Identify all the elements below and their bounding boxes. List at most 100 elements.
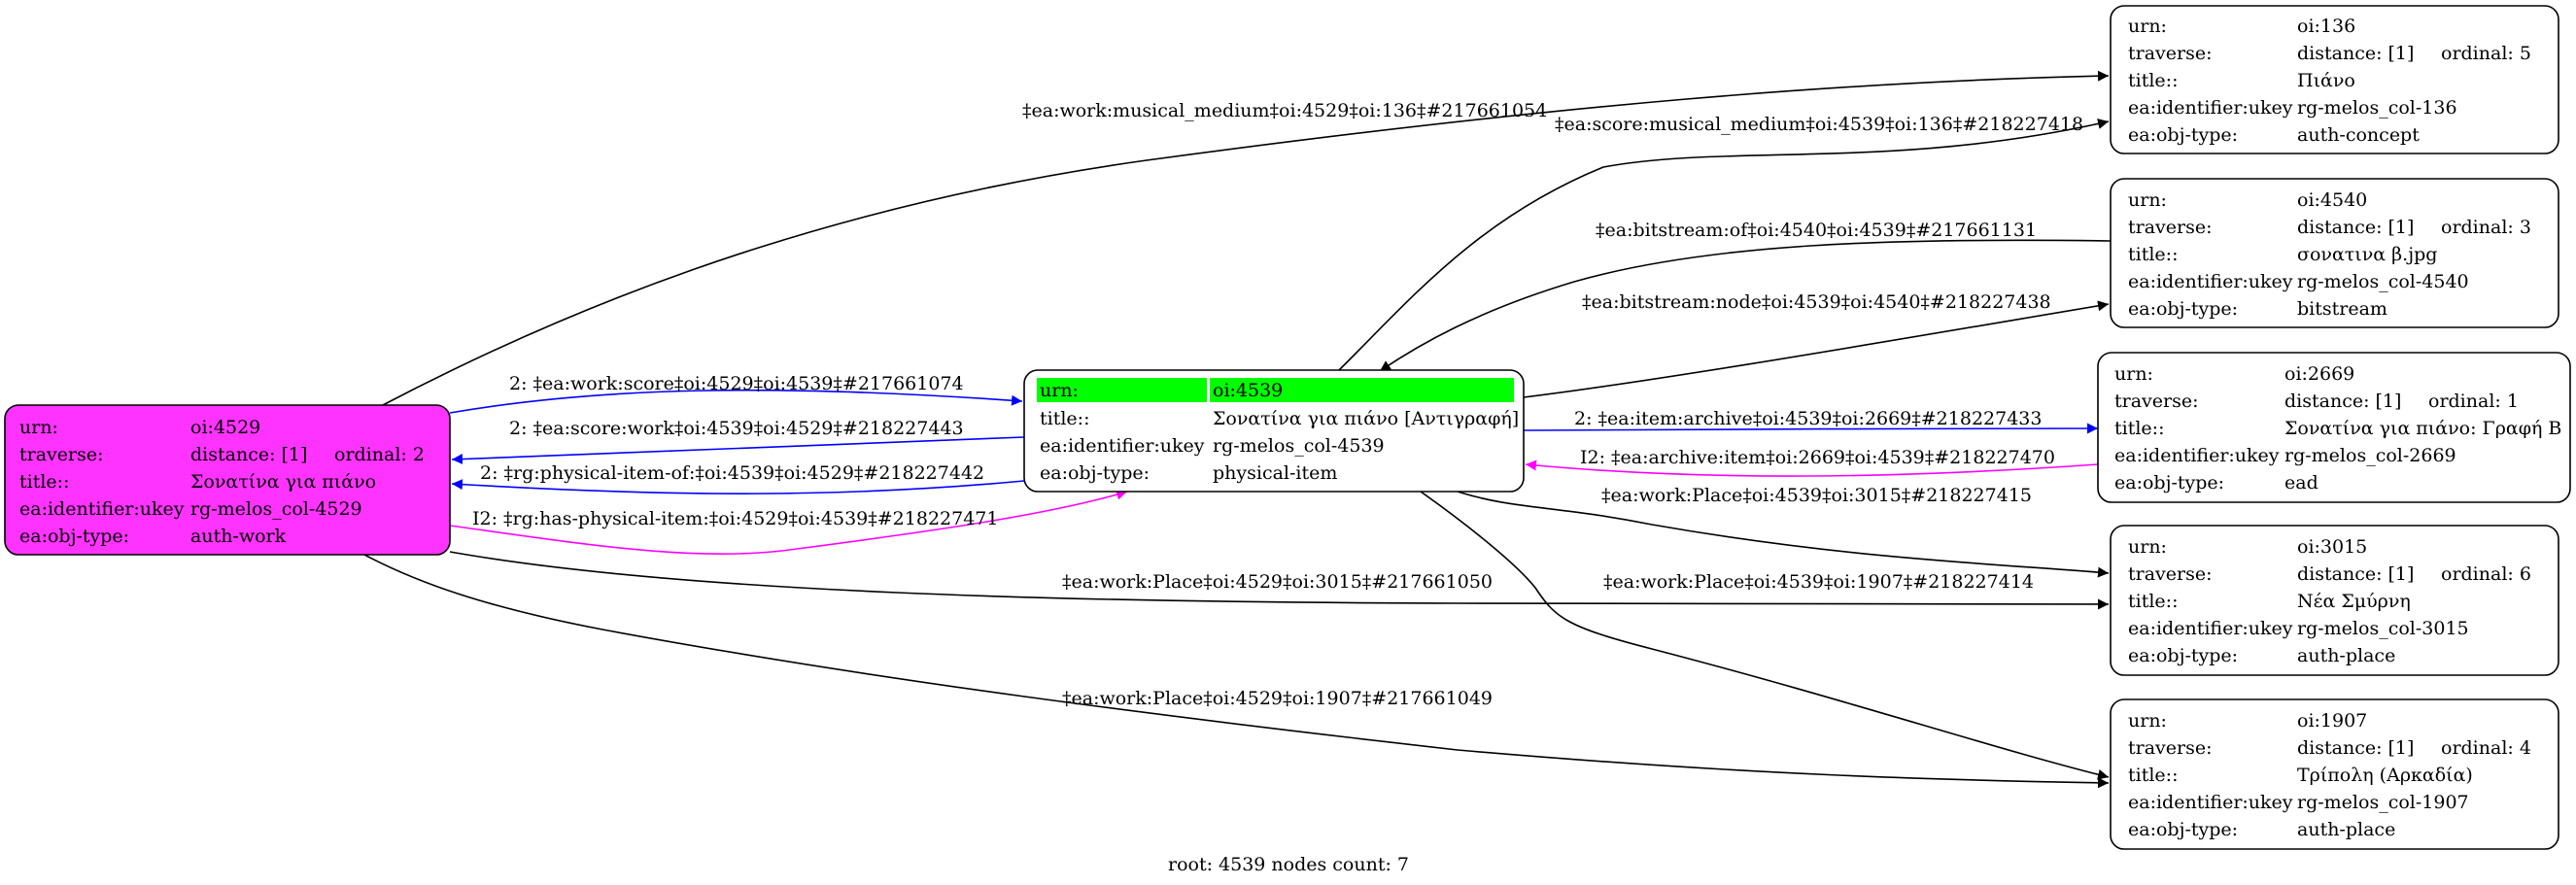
node-key: ea:obj-type: bbox=[2128, 645, 2238, 666]
node-key: urn: bbox=[19, 417, 58, 438]
node-2669[interactable]: urn: oi:2669 traverse: distance: [1] ord… bbox=[2097, 352, 2571, 503]
node-value: σονατινα β.jpg bbox=[2297, 244, 2437, 265]
node-key: urn: bbox=[2128, 710, 2167, 732]
graph-footer: root: 4539 nodes count: 7 bbox=[1168, 854, 1409, 875]
node-value: auth-place bbox=[2297, 819, 2395, 840]
node-key: ea:obj-type: bbox=[1040, 462, 1150, 484]
node-value: ead bbox=[2284, 472, 2318, 494]
node-key: ea:identifier:ukey bbox=[2128, 271, 2293, 292]
node-key: ea:obj-type: bbox=[2128, 819, 2238, 840]
node-key: ea:identifier:ukey bbox=[2128, 792, 2293, 813]
node-extra: ordinal: 2 bbox=[334, 444, 425, 465]
edge-score-work[interactable] bbox=[451, 436, 1025, 465]
edge-label-place-4529-1907: ‡ea:work:Place‡oi:4529‡oi:1907‡#21766104… bbox=[1062, 688, 1493, 709]
node-value: auth-work bbox=[190, 526, 287, 547]
edge-bitstream-node[interactable] bbox=[1523, 300, 2110, 398]
node-value: auth-place bbox=[2297, 645, 2395, 666]
node-key: ea:identifier:ukey bbox=[1040, 435, 1205, 457]
edge-work-musical-medium[interactable] bbox=[380, 70, 2110, 407]
node-extra: ordinal: 4 bbox=[2441, 737, 2531, 759]
edges: ‡ea:work:musical_medium‡oi:4529‡oi:136‡#… bbox=[363, 70, 2112, 789]
edge-label-work-score: 2: ‡ea:work:score‡oi:4529‡oi:4539‡#21766… bbox=[509, 373, 964, 394]
node-3015[interactable]: urn: oi:3015 traverse: distance: [1] ord… bbox=[2110, 525, 2559, 676]
node-4540[interactable]: urn: oi:4540 traverse: distance: [1] ord… bbox=[2110, 178, 2559, 328]
node-key: urn: bbox=[2114, 363, 2153, 385]
node-key: urn: bbox=[1040, 380, 1079, 401]
node-value: rg-melos_col-4529 bbox=[190, 498, 362, 520]
edge-bitstream-of[interactable] bbox=[1379, 239, 2112, 372]
node-value: Νέα Σμύρνη bbox=[2297, 591, 2411, 612]
node-extra: ordinal: 5 bbox=[2441, 43, 2531, 64]
node-key: title:: bbox=[2128, 765, 2178, 786]
node-value: distance: [1] bbox=[190, 444, 307, 465]
node-key: traverse: bbox=[2128, 43, 2213, 64]
node-value: oi:3015 bbox=[2297, 536, 2367, 558]
node-key: ea:obj-type: bbox=[2128, 124, 2238, 146]
node-key: traverse: bbox=[2128, 563, 2213, 585]
node-value: oi:4539 bbox=[1213, 380, 1283, 401]
node-key: traverse: bbox=[19, 444, 104, 465]
edge-label-score-musical-medium: ‡ea:score:musical_medium‡oi:4539‡oi:136‡… bbox=[1555, 114, 2083, 135]
node-2669-box bbox=[2097, 352, 2571, 503]
node-key: traverse: bbox=[2128, 217, 2213, 238]
node-value: oi:136 bbox=[2297, 16, 2355, 37]
edge-label-item-archive: 2: ‡ea:item:archive‡oi:4539‡oi:2669‡#218… bbox=[1574, 408, 2042, 429]
node-value: physical-item bbox=[1213, 462, 1337, 484]
node-136[interactable]: urn: oi:136 traverse: distance: [1] ordi… bbox=[2110, 5, 2559, 154]
node-4540-box bbox=[2110, 178, 2559, 328]
node-key: urn: bbox=[2128, 189, 2167, 211]
edge-place-4539-3015[interactable] bbox=[1457, 491, 2110, 578]
node-value: oi:2669 bbox=[2284, 363, 2354, 385]
edge-has-physical-item[interactable] bbox=[449, 489, 1128, 556]
node-value: rg-melos_col-4539 bbox=[1213, 435, 1385, 457]
node-1907-box bbox=[2110, 698, 2559, 850]
edge-label-score-work: 2: ‡ea:score:work‡oi:4539‡oi:4529‡#21822… bbox=[509, 418, 964, 439]
node-key: ea:identifier:ukey bbox=[2114, 445, 2280, 466]
node-value: distance: [1] bbox=[2297, 563, 2414, 585]
edge-label-bitstream-of: ‡ea:bitstream:of‡oi:4540‡oi:4539‡#217661… bbox=[1596, 220, 2037, 241]
edge-place-4529-1907[interactable] bbox=[363, 554, 2110, 789]
edge-work-score[interactable] bbox=[449, 389, 1023, 414]
edge-place-4529-3015[interactable] bbox=[449, 551, 2110, 610]
node-extra: ordinal: 1 bbox=[2428, 391, 2519, 412]
node-3015-box bbox=[2110, 525, 2559, 676]
node-value: Σονατίνα για πιάνο [Αντιγραφή] bbox=[1213, 408, 1519, 429]
node-value: distance: [1] bbox=[2297, 737, 2414, 759]
node-value: distance: [1] bbox=[2297, 217, 2414, 238]
node-value: oi:4529 bbox=[190, 417, 260, 438]
highlight-cell bbox=[1037, 378, 1207, 402]
edge-label-has-physical-item: I2: ‡rg:has-physical-item:‡oi:4529‡oi:45… bbox=[472, 508, 998, 529]
node-key: title:: bbox=[2128, 244, 2178, 265]
node-value: Πιάνο bbox=[2297, 70, 2355, 91]
highlight-cell bbox=[1210, 378, 1514, 402]
node-value: Σονατίνα για πιάνο bbox=[190, 471, 376, 493]
node-key: title:: bbox=[19, 471, 69, 493]
node-value: Τρίπολη (Αρκαδία) bbox=[2297, 765, 2473, 786]
node-4529-box bbox=[4, 404, 451, 556]
node-value: bitstream bbox=[2297, 298, 2387, 320]
node-key: traverse: bbox=[2128, 737, 2213, 759]
edge-archive-item[interactable] bbox=[1525, 460, 2099, 477]
edge-score-musical-medium[interactable] bbox=[1338, 119, 2110, 371]
node-4539-root[interactable]: urn: oi:4539 title:: Σονατίνα για πιάνο … bbox=[1023, 369, 1525, 493]
node-value: distance: [1] bbox=[2297, 43, 2414, 64]
node-value: rg-melos_col-4540 bbox=[2297, 271, 2469, 292]
node-key: title:: bbox=[2128, 70, 2178, 91]
node-value: distance: [1] bbox=[2284, 391, 2401, 412]
edge-place-4539-1907[interactable] bbox=[1420, 491, 2110, 780]
node-4529[interactable]: urn: oi:4529 traverse: distance: [1] ord… bbox=[4, 404, 451, 556]
node-key: title:: bbox=[2128, 591, 2178, 612]
node-value: oi:1907 bbox=[2297, 710, 2367, 732]
node-value: auth-concept bbox=[2297, 124, 2420, 146]
edge-label-place-4529-3015: ‡ea:work:Place‡oi:4529‡oi:3015‡#21766105… bbox=[1062, 571, 1493, 593]
node-1907[interactable]: urn: oi:1907 traverse: distance: [1] ord… bbox=[2110, 698, 2559, 850]
edge-label-place-4539-3015: ‡ea:work:Place‡oi:4539‡oi:3015‡#21822741… bbox=[1601, 485, 2032, 506]
node-key: ea:identifier:ukey bbox=[2128, 618, 2293, 639]
edge-physical-item-of[interactable] bbox=[451, 479, 1025, 494]
node-value: rg-melos_col-3015 bbox=[2297, 618, 2469, 639]
node-key: ea:obj-type: bbox=[2114, 472, 2224, 494]
node-key: ea:obj-type: bbox=[19, 526, 129, 547]
node-extra: ordinal: 6 bbox=[2441, 563, 2531, 585]
edge-item-archive[interactable] bbox=[1523, 423, 2099, 434]
